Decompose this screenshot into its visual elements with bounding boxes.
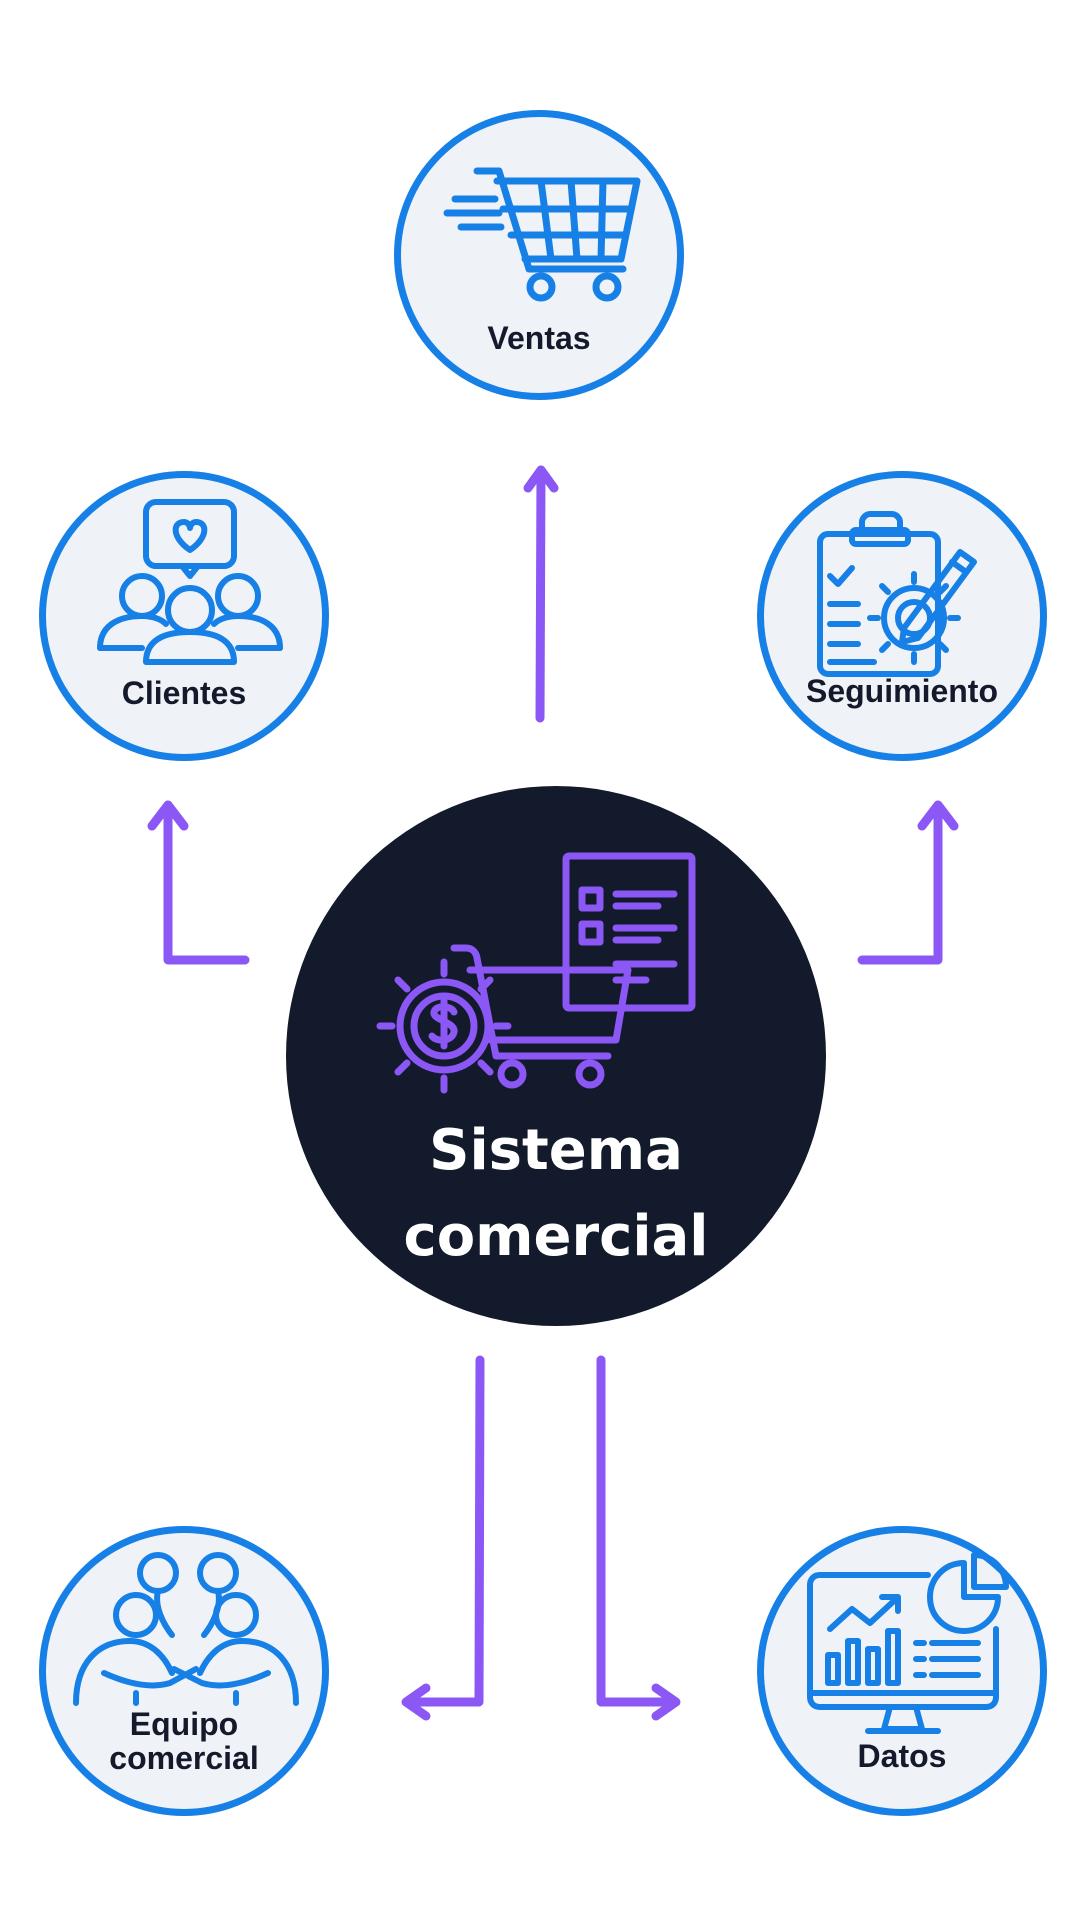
node-ventas: Ventas (394, 110, 684, 400)
connector-to-equipo (401, 1355, 485, 1721)
connector-to-ventas (523, 465, 559, 723)
hub-title: Sistema comercial (403, 1118, 709, 1269)
node-label-datos: Datos (857, 1738, 947, 1774)
node-equipo-comercial: Equipo comercial (39, 1526, 329, 1816)
node-clientes: Clientes (39, 471, 329, 761)
shopping-cart-icon (443, 167, 641, 302)
node-label-seguimiento: Seguimiento (805, 673, 998, 709)
connector-to-clientes (147, 800, 250, 965)
customers-heart-icon (97, 499, 283, 665)
cart-gear-invoice-icon (376, 852, 696, 1094)
node-label-equipo-comercial: Equipo comercial (109, 1706, 259, 1776)
team-handshake-icon (73, 1552, 299, 1706)
connector-to-datos (596, 1355, 681, 1721)
analytics-monitor-icon (807, 1552, 1009, 1734)
hub-sistema-comercial: Sistema comercial (286, 786, 826, 1326)
clipboard-gear-pencil-icon (817, 511, 977, 677)
node-seguimiento: Seguimiento (757, 471, 1047, 761)
node-label-clientes: Clientes (121, 675, 247, 711)
connector-to-seguimiento (857, 800, 959, 965)
node-datos: Datos (757, 1526, 1047, 1816)
node-label-ventas: Ventas (487, 320, 591, 356)
